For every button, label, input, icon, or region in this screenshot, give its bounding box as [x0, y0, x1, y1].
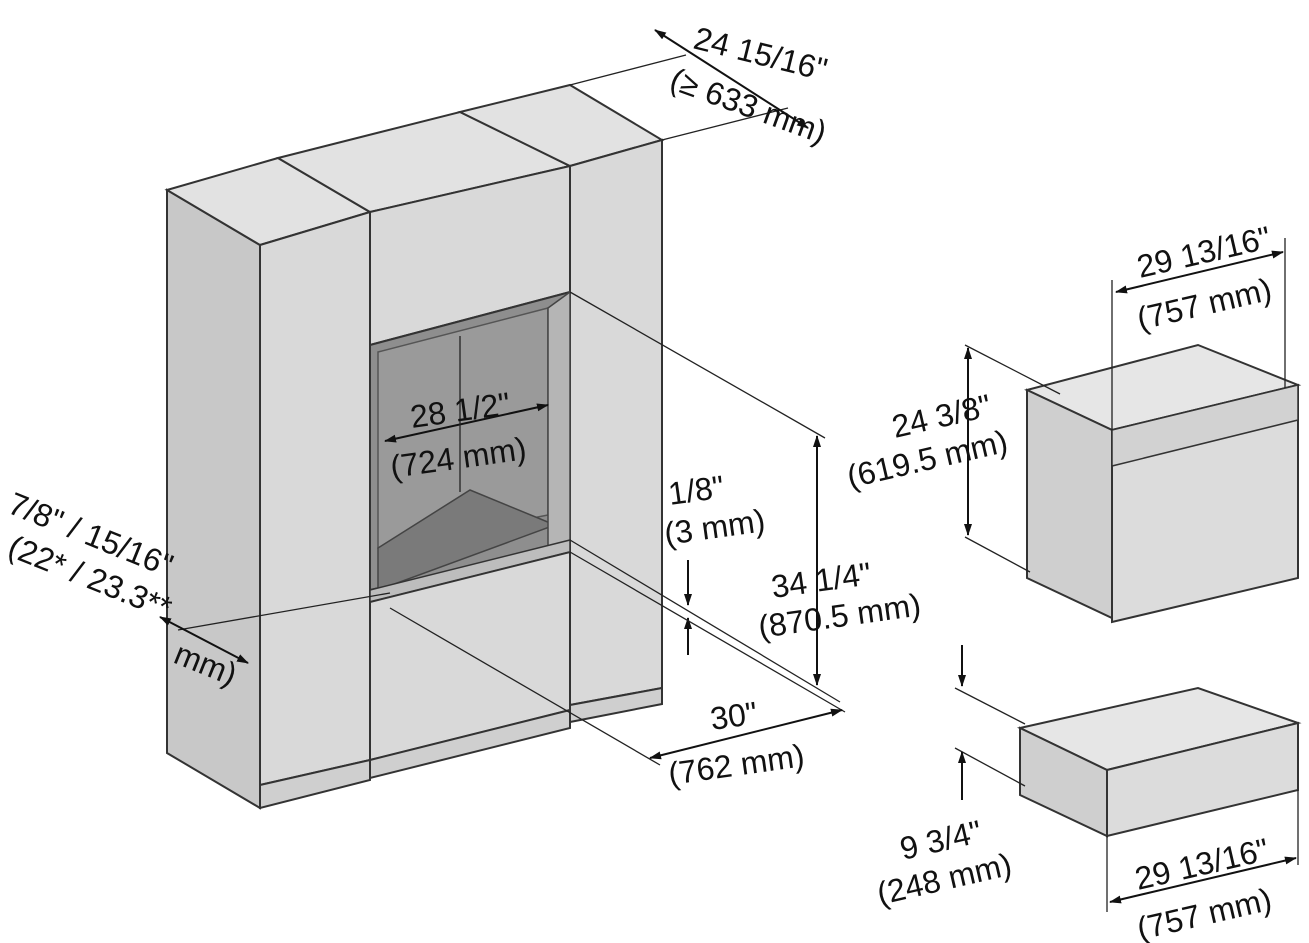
bottom-cabinet-plinth: [369, 708, 571, 780]
niche-right-jamb: [547, 290, 571, 554]
left-panel-side: [166, 188, 261, 810]
warming-drawer: [1016, 686, 1302, 838]
cabinet-unit: [164, 83, 665, 810]
cabinet-width-label-in: 30": [708, 695, 760, 737]
left-panel-front: [259, 210, 371, 787]
oven-appliance: [1024, 343, 1302, 624]
oven-side: [1026, 388, 1113, 620]
left-panel-plinth: [259, 758, 371, 810]
right-panel-front: [569, 138, 663, 707]
cabinet-width-label-mm: (762 mm): [666, 737, 807, 792]
gap-label-in: 1/8": [666, 469, 726, 512]
oven-control-strip: [1111, 384, 1299, 467]
dimension-lines: [159, 29, 1299, 912]
